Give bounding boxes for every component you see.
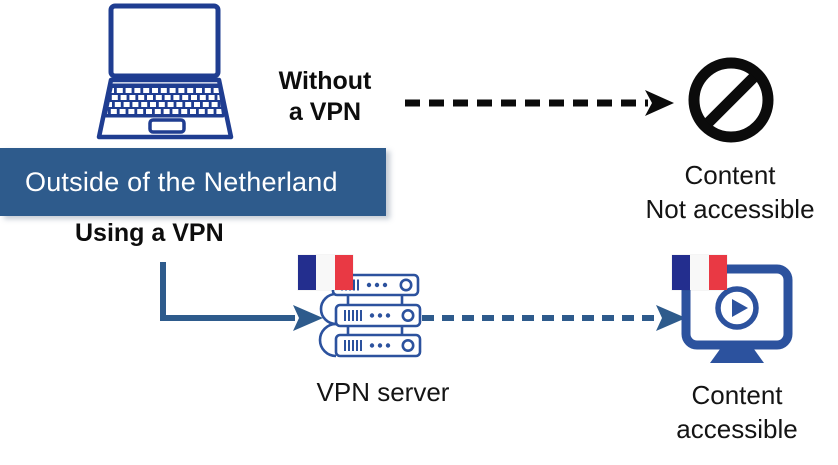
without-vpn-label: Without a VPN: [278, 67, 372, 126]
laptop-icon: [96, 3, 234, 140]
france-flag-icon: [298, 255, 353, 290]
using-vpn-arrow: [160, 262, 323, 331]
without-vpn-arrow: [405, 90, 674, 116]
prohibition-icon: [688, 57, 774, 143]
content-blocked-label: Content Not accessible: [645, 160, 815, 224]
content-accessible-label: Content accessible: [676, 380, 798, 444]
using-vpn-label: Using a VPN: [75, 219, 224, 247]
location-banner: Outside of the Netherland: [0, 148, 386, 216]
france-flag-icon: [672, 255, 727, 290]
vpn-server-label: VPN server: [316, 377, 450, 407]
location-banner-label: Outside of the Netherland: [25, 166, 338, 197]
server-to-content-arrow: [422, 305, 686, 331]
monitor-play-icon: [681, 264, 793, 363]
